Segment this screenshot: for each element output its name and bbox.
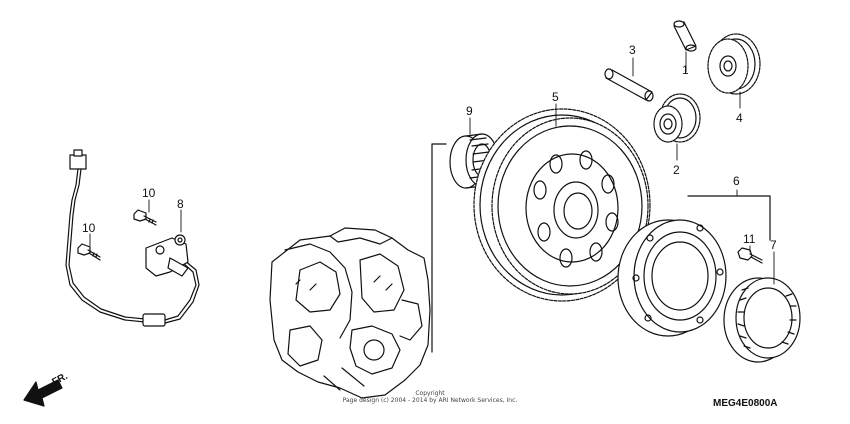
leader-bracket-6 — [687, 195, 771, 241]
callout-10-upper: 10 — [142, 186, 156, 200]
leader-bracket-9 — [431, 143, 447, 353]
starter-idle-gear — [653, 93, 701, 143]
callout-10-lower: 10 — [82, 221, 96, 235]
idle-gear-shaft — [604, 68, 654, 102]
callout-11: 11 — [743, 232, 756, 246]
callout-5: 5 — [552, 90, 559, 104]
starter-driven-gear — [473, 108, 651, 302]
callout-6: 6 — [733, 174, 740, 188]
starter-clutch-outer — [617, 219, 727, 337]
callout-4: 4 — [736, 111, 743, 125]
pulse-generator-harness — [65, 149, 200, 327]
callout-2: 2 — [673, 163, 680, 177]
callout-1: 1 — [682, 63, 689, 77]
copyright-line-2: Page design (c) 2004 - 2014 by ARI Netwo… — [342, 397, 518, 404]
callout-9: 9 — [466, 104, 473, 118]
diagram-code: MEG4E0800A — [713, 398, 778, 409]
leader-lines — [89, 51, 775, 285]
copyright-line-1: Copyright — [415, 390, 445, 397]
engine-crankcase — [269, 227, 431, 399]
socket-bolt — [737, 247, 763, 264]
pulse-generator-sensor — [145, 234, 189, 277]
callout-3: 3 — [629, 43, 636, 57]
callout-8: 8 — [177, 197, 184, 211]
callout-7: 7 — [770, 238, 777, 252]
front-direction-arrow — [23, 379, 63, 407]
bolt-10-upper — [133, 209, 157, 226]
starter-reduction-gear — [707, 33, 761, 95]
copyright-notice: Copyright Page design (c) 2004 - 2014 by… — [330, 390, 530, 404]
bolt-10-lower — [77, 243, 101, 261]
one-way-clutch — [723, 277, 801, 363]
reduction-gear-shaft — [673, 20, 697, 52]
